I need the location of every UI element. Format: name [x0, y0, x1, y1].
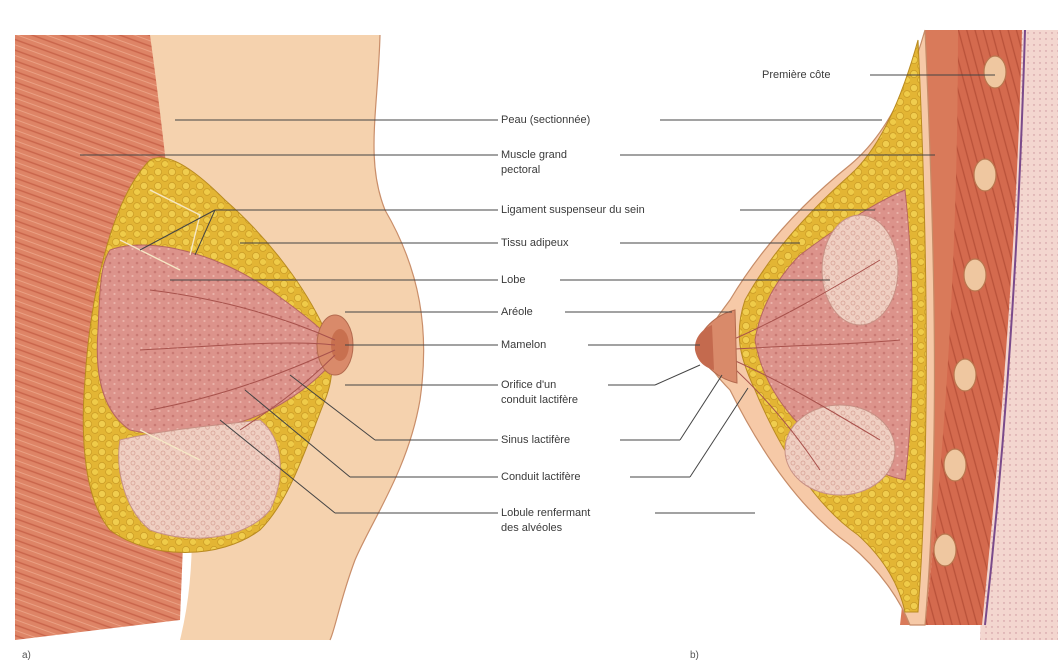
label-mamelon: Mamelon	[501, 338, 546, 352]
label-areole: Aréole	[501, 305, 533, 319]
label-peau: Peau (sectionnée)	[501, 113, 590, 127]
lobule-upper-b	[822, 215, 898, 325]
panel-a-illustration	[15, 35, 424, 640]
label-ligament: Ligament suspenseur du sein	[501, 203, 645, 217]
label-orifice-line2: conduit lactifère	[501, 393, 578, 407]
label-tissu-adipeux: Tissu adipeux	[501, 236, 568, 250]
label-conduit: Conduit lactifère	[501, 470, 581, 484]
nipple-b	[695, 325, 714, 370]
label-orifice-line1: Orifice d'un	[501, 378, 556, 392]
label-lobe: Lobe	[501, 273, 525, 287]
panel-b-illustration	[695, 30, 1058, 640]
label-lobule-line1: Lobule renfermant	[501, 506, 590, 520]
label-muscle-line2: pectoral	[501, 163, 540, 177]
label-sinus: Sinus lactifère	[501, 433, 570, 447]
lobules-a	[119, 420, 280, 538]
label-lobule-line2: des alvéoles	[501, 521, 562, 535]
label-premiere-cote: Première côte	[762, 68, 830, 82]
panel-label-a: a)	[22, 650, 31, 661]
lobule-lower-b	[785, 405, 895, 495]
panel-label-b: b)	[690, 650, 699, 661]
label-muscle-line1: Muscle grand	[501, 148, 567, 162]
